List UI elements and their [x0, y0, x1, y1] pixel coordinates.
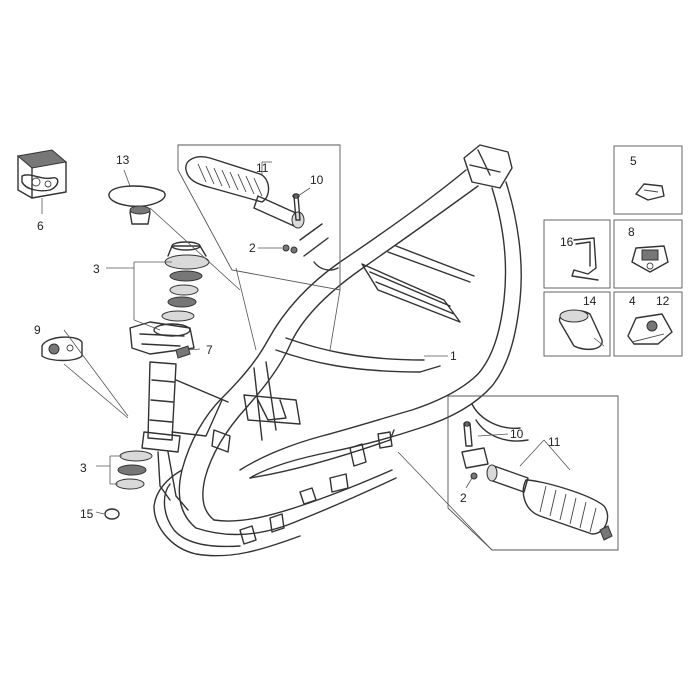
callout-8: 8: [628, 225, 635, 239]
callout-7: 7: [206, 343, 213, 357]
callout-11-top: 11: [256, 161, 269, 175]
sleeve-box: [543, 291, 611, 357]
callout-labels: 1 2 2 3 3 4 5 6 7 8 9 10 10 11 11 12 13 …: [34, 153, 670, 521]
clip-nut-box: [613, 219, 683, 289]
lower-bearing-set: [115, 450, 153, 490]
footrest-detail-bottom: [397, 395, 619, 551]
upper-bearing-set: [129, 241, 210, 355]
callout-14: 14: [583, 294, 597, 308]
callout-6: 6: [37, 219, 44, 233]
leader-lines: [41, 161, 571, 515]
clip-plate-box: [613, 291, 683, 357]
callout-10-bottom: 10: [510, 427, 524, 441]
callout-12: 12: [656, 294, 670, 308]
head-screw: [175, 345, 191, 359]
callout-11-bottom: 11: [548, 435, 561, 449]
scooter-frame: [141, 144, 522, 557]
callout-3-lower: 3: [80, 461, 87, 475]
speed-nut-box: [613, 145, 683, 215]
plate-part: [108, 185, 241, 291]
callout-5: 5: [630, 154, 637, 168]
callout-2-bottom: 2: [460, 491, 467, 505]
footrest-detail-top: [177, 144, 341, 351]
callout-9: 9: [34, 323, 41, 337]
callout-15: 15: [80, 507, 94, 521]
circlip-part: [104, 508, 120, 520]
callout-10-top: 10: [310, 173, 324, 187]
callout-1: 1: [450, 349, 457, 363]
clamp-part: [41, 336, 83, 362]
toolkit-bag: [16, 149, 68, 199]
callout-2-top: 2: [249, 241, 256, 255]
callout-16: 16: [560, 235, 574, 249]
callout-4: 4: [629, 294, 636, 308]
callout-3-upper: 3: [93, 262, 100, 276]
bracket-box: [543, 219, 611, 289]
callout-13: 13: [116, 153, 130, 167]
